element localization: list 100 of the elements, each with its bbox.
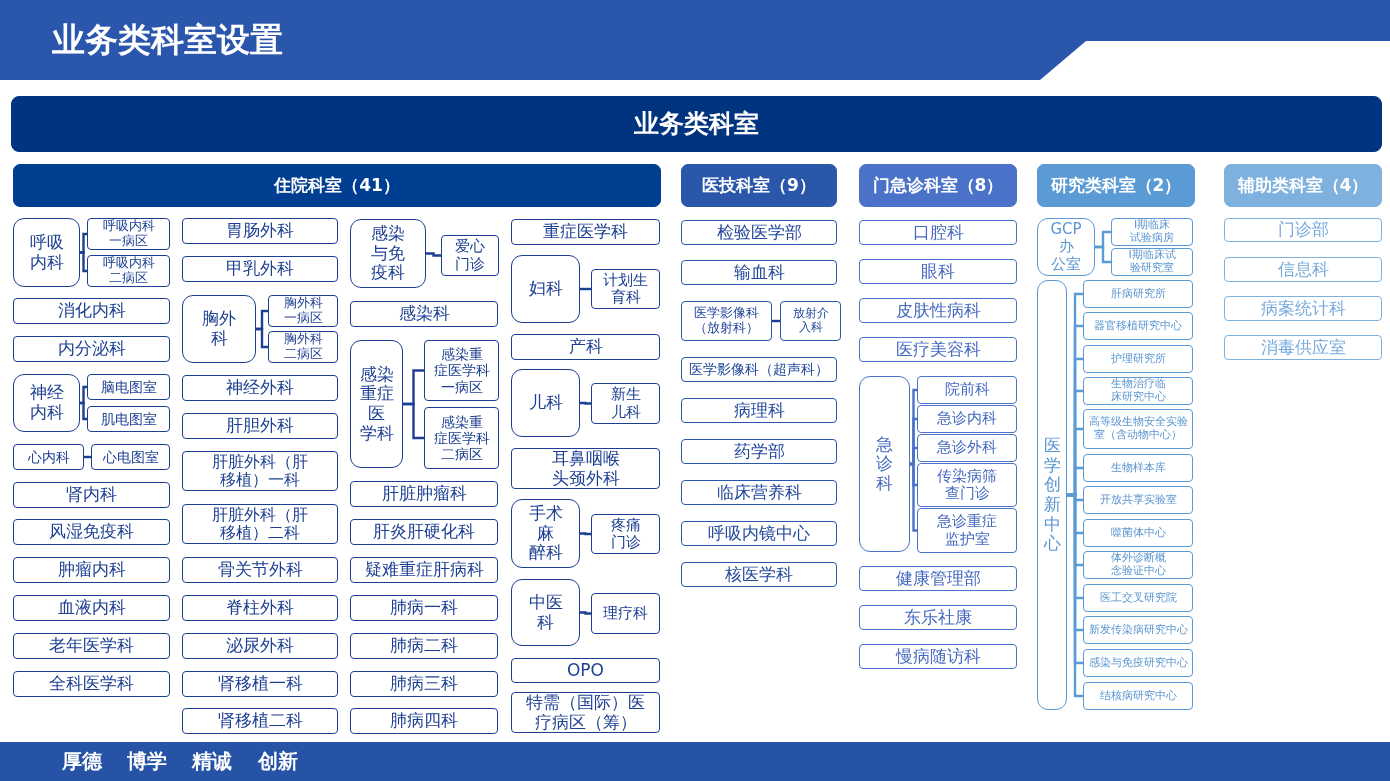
category-header: 住院科室（41） xyxy=(13,164,661,207)
department-box: 急诊内科 xyxy=(917,405,1017,433)
department-box: 手术麻醉科 xyxy=(511,499,580,568)
research-unit-box: Ⅰ期临床试验研究室 xyxy=(1111,248,1193,276)
department-box: 肺病四科 xyxy=(350,708,498,734)
connector-line xyxy=(80,251,87,273)
research-unit-box: 护理研究所 xyxy=(1083,345,1193,373)
research-unit-box: 医工交叉研究院 xyxy=(1083,584,1193,612)
section-banner: 业务类科室 xyxy=(11,96,1382,152)
research-unit-box: 肝病研究所 xyxy=(1083,280,1193,308)
department-box: 核医学科 xyxy=(681,562,837,587)
research-unit-box: 生物治疗临床研究中心 xyxy=(1083,377,1193,405)
department-box: 产科 xyxy=(511,334,660,360)
department-box: 中医科 xyxy=(511,579,580,646)
department-box: 口腔科 xyxy=(859,220,1017,245)
department-box: 信息科 xyxy=(1224,257,1382,282)
department-box: 感染重症医学科 xyxy=(350,340,403,468)
department-box: 特需（国际）医疗病区（筹） xyxy=(511,692,660,733)
research-unit-box: 感染与免疫研究中心 xyxy=(1083,649,1193,677)
department-box: 病理科 xyxy=(681,398,837,423)
department-box: 肾内科 xyxy=(13,482,170,508)
connector-line xyxy=(1095,245,1111,264)
department-box: 眼科 xyxy=(859,259,1017,284)
department-box: 院前科 xyxy=(917,376,1017,404)
department-box: 医学创新中心 xyxy=(1037,280,1067,710)
department-box: 甲乳外科 xyxy=(182,256,338,282)
connector-line xyxy=(80,232,87,254)
department-box: 肾移植一科 xyxy=(182,671,338,697)
department-box: 耳鼻咽喉头颈外科 xyxy=(511,448,660,489)
department-box: 胸外科 xyxy=(182,295,256,363)
department-box: 疑难重症肝病科 xyxy=(350,557,498,583)
department-box: 胸外科一病区 xyxy=(268,295,338,327)
department-box: 呼吸内科 xyxy=(13,218,80,287)
department-box: 临床营养科 xyxy=(681,480,837,505)
department-box: 肝脏外科（肝移植）一科 xyxy=(182,451,338,491)
motto-text: 厚德 xyxy=(62,748,102,775)
research-unit-box: 噬菌体中心 xyxy=(1083,519,1193,547)
department-box: 呼吸内镜中心 xyxy=(681,521,837,546)
research-unit-box: 高等级生物安全实验室（含动物中心） xyxy=(1083,409,1193,449)
department-box: 新生儿科 xyxy=(591,383,660,424)
connector-line xyxy=(910,446,917,466)
research-unit-box: 开放共享实验室 xyxy=(1083,486,1193,514)
department-box: 感染与免疫科 xyxy=(350,219,426,288)
category-header: 医技科室（9） xyxy=(681,164,837,207)
research-unit-box: 体外诊断概念验证中心 xyxy=(1083,551,1193,579)
department-box: 疼痛门诊 xyxy=(591,514,660,554)
department-box: 医学影像科（放射科） xyxy=(681,301,772,341)
department-box: 呼吸内科二病区 xyxy=(87,255,170,287)
department-box: 消毒供应室 xyxy=(1224,335,1382,360)
department-box: 全科医学科 xyxy=(13,671,170,697)
department-box: 肺病三科 xyxy=(350,671,498,697)
department-box: 呼吸内科一病区 xyxy=(87,218,170,250)
department-box: 老年医学科 xyxy=(13,633,170,659)
research-unit-box: 生物样本库 xyxy=(1083,454,1193,482)
department-box: 重症医学科 xyxy=(511,219,660,245)
department-box: 肝胆外科 xyxy=(182,413,338,439)
department-box: 理疗科 xyxy=(591,593,660,634)
department-box: 神经内科 xyxy=(13,374,80,432)
department-box: 肺病一科 xyxy=(350,595,498,621)
connector-line xyxy=(910,462,917,532)
page-title: 业务类科室设置 xyxy=(52,19,283,61)
connector-line xyxy=(580,401,591,405)
category-header: 研究类科室（2） xyxy=(1037,164,1195,207)
connector-line xyxy=(426,252,441,257)
department-box: 爱心门诊 xyxy=(441,235,499,276)
department-box: 内分泌科 xyxy=(13,336,170,362)
department-box: 肝脏外科（肝移植）二科 xyxy=(182,504,338,544)
department-box: 急诊重症监护室 xyxy=(917,508,1017,553)
department-box: 传染病筛查门诊 xyxy=(917,463,1017,507)
connector-line xyxy=(580,532,591,536)
department-box: 神经外科 xyxy=(182,375,338,401)
department-box: 胸外科二病区 xyxy=(268,331,338,363)
department-box: OPO xyxy=(511,658,660,683)
department-box: GCP办公室 xyxy=(1037,218,1095,276)
department-box: 急诊外科 xyxy=(917,434,1017,462)
department-box: 心内科 xyxy=(13,444,84,470)
connector-line xyxy=(256,327,268,349)
department-box: 感染科 xyxy=(350,301,498,327)
department-box: 药学部 xyxy=(681,439,837,464)
department-box: 风湿免疫科 xyxy=(13,519,170,545)
department-box: 病案统计科 xyxy=(1224,296,1382,321)
department-box: 肝脏肿瘤科 xyxy=(350,481,498,507)
connector-line xyxy=(80,385,87,405)
department-box: 妇科 xyxy=(511,255,580,323)
connector-line xyxy=(580,611,591,615)
motto-text: 精诚 xyxy=(192,748,232,775)
motto-text: 创新 xyxy=(258,748,298,775)
department-box: 骨关节外科 xyxy=(182,557,338,583)
department-box: 肾移植二科 xyxy=(182,708,338,734)
department-box: 门诊部 xyxy=(1224,218,1382,242)
department-box: 计划生育科 xyxy=(591,269,660,309)
department-box: 检验医学部 xyxy=(681,220,837,245)
department-box: 健康管理部 xyxy=(859,566,1017,591)
department-box: 医学影像科（超声科） xyxy=(681,357,837,382)
department-box: 放射介入科 xyxy=(780,301,841,341)
department-box: 肝炎肝硬化科 xyxy=(350,519,498,545)
department-box: 肺病二科 xyxy=(350,633,498,659)
research-unit-box: Ⅰ期临床试验病房 xyxy=(1111,218,1193,246)
connector-line xyxy=(80,401,87,421)
department-box: 输血科 xyxy=(681,260,837,285)
